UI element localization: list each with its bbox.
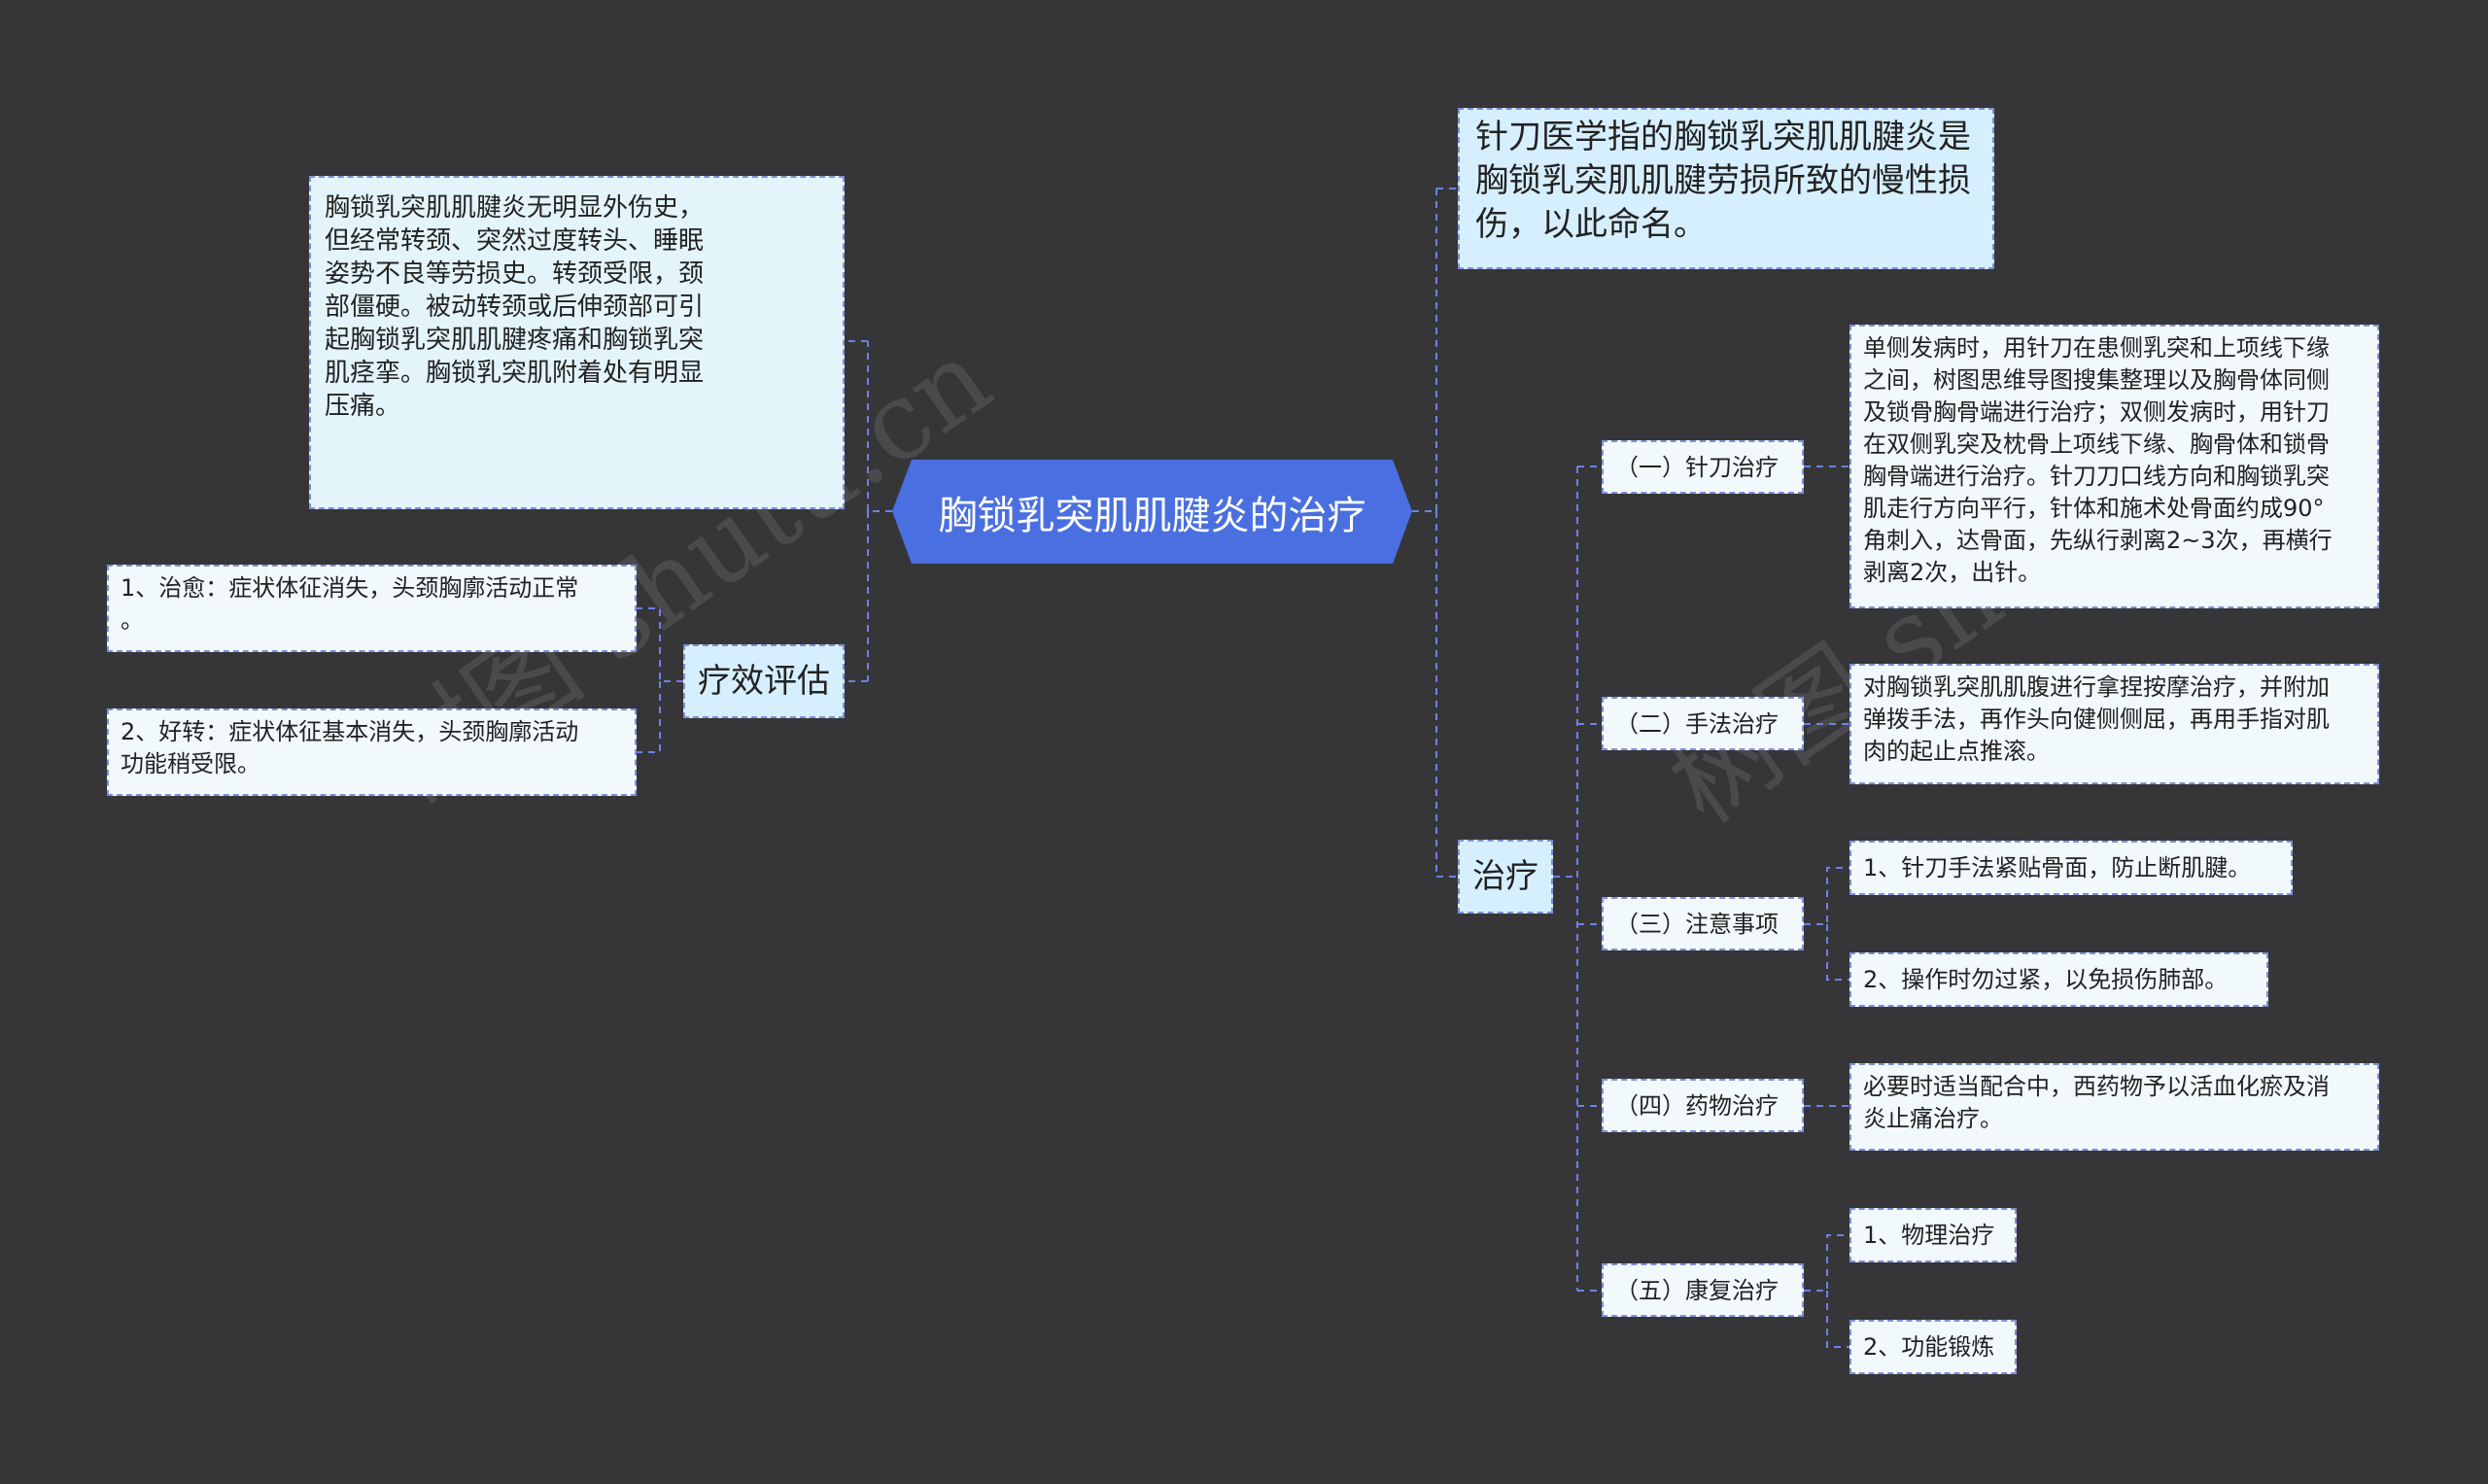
- rehabilitation-item-physiotherapy[interactable]: 1、物理治疗: [1849, 1208, 2017, 1262]
- rehabilitation-item-exercise[interactable]: 2、功能锻炼: [1849, 1320, 2017, 1374]
- manual-therapy-detail[interactable]: 对胸锁乳突肌肌腹进行拿捏按摩治疗，并附加 弹拨手法，再作头向健侧侧屈，再用手指对…: [1849, 664, 2379, 784]
- evaluation-item-improved[interactable]: 2、好转：症状体征基本消失，头颈胸廓活动 功能稍受限。: [107, 708, 637, 796]
- precaution-item-2[interactable]: 2、操作时勿过紧，以免损伤肺部。: [1849, 952, 2268, 1007]
- section-rehabilitation[interactable]: （五）康复治疗: [1602, 1263, 1804, 1317]
- drug-therapy-detail[interactable]: 必要时适当配合中，西药物予以活血化瘀及消 炎止痛治疗。: [1849, 1063, 2379, 1151]
- root-topic[interactable]: 胸锁乳突肌肌腱炎的治疗: [892, 460, 1412, 564]
- treatment-node[interactable]: 治疗: [1458, 840, 1553, 914]
- evaluation-item-cured[interactable]: 1、治愈：症状体征消失，头颈胸廓活动正常 。: [107, 565, 637, 652]
- root-topic-label: 胸锁乳突肌肌腱炎的治疗: [938, 493, 1366, 538]
- left-description-node[interactable]: 胸锁乳突肌肌腱炎无明显外伤史， 但经常转颈、突然过度转头、睡眠 姿势不良等劳损史…: [309, 176, 845, 509]
- section-needle-knife-therapy[interactable]: （一）针刀治疗: [1602, 440, 1804, 494]
- section-drug-therapy[interactable]: （四）药物治疗: [1602, 1079, 1804, 1132]
- precaution-item-1[interactable]: 1、针刀手法紧贴骨面，防止断肌腱。: [1849, 841, 2293, 895]
- root-topic-shape: [892, 460, 1412, 564]
- definition-node[interactable]: 针刀医学指的胸锁乳突肌肌腱炎是 胸锁乳突肌肌腱劳损所致的慢性损 伤，以此命名。: [1458, 108, 1994, 269]
- evaluation-node[interactable]: 疗效评估: [683, 644, 845, 718]
- section-precautions[interactable]: （三）注意事项: [1602, 897, 1804, 950]
- needle-knife-therapy-detail[interactable]: 单侧发病时，用针刀在患侧乳突和上项线下缘 之间，树图思维导图搜集整理以及胸骨体同…: [1849, 325, 2379, 608]
- section-manual-therapy[interactable]: （二）手法治疗: [1602, 697, 1804, 750]
